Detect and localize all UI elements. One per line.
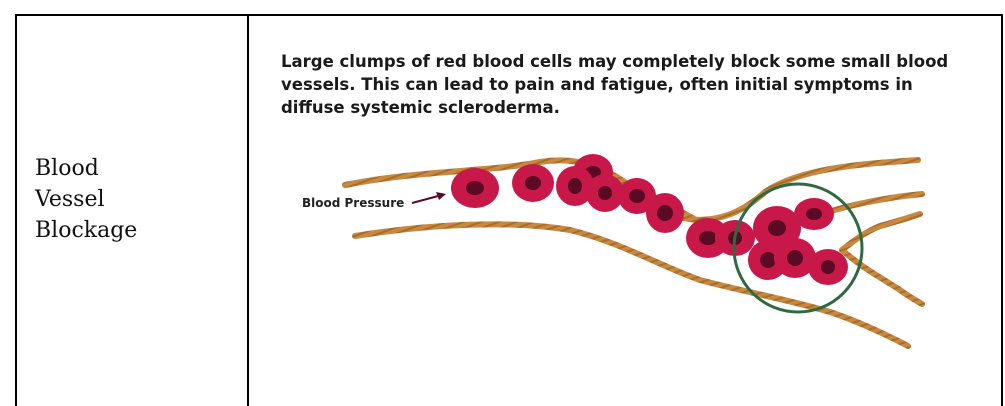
table-column-divider: [247, 14, 249, 406]
blood-pressure-label: Blood Pressure: [302, 196, 404, 210]
table-border-left: [15, 14, 17, 406]
row-label-cell: Blood Vessel Blockage: [35, 153, 235, 246]
vessel-branch-wall: [842, 214, 922, 304]
cell-nucleus: [768, 220, 786, 236]
table-border-top: [15, 14, 1003, 16]
cell-nucleus: [821, 260, 835, 274]
cell-nucleus: [806, 208, 822, 220]
blood-pressure-arrow: [412, 195, 442, 203]
cell-nucleus: [568, 178, 582, 194]
blood-vessel-illustration: Blood Pressure: [290, 150, 940, 355]
red-blood-cells: [451, 154, 848, 285]
row-label-line: Blood: [35, 153, 235, 184]
arrow-head: [436, 192, 446, 200]
caption-line: diffuse systemic scleroderma.: [281, 96, 981, 119]
cell-nucleus: [598, 186, 612, 200]
vessel-lower-wall: [355, 224, 908, 346]
row-label-line: Blockage: [35, 215, 235, 246]
table-border-right: [1001, 14, 1003, 406]
caption-line: Large clumps of red blood cells may comp…: [281, 50, 981, 73]
cell-nucleus: [629, 189, 645, 203]
cell-nucleus: [657, 205, 673, 221]
cell-nucleus: [466, 181, 484, 195]
cell-nucleus: [699, 231, 717, 245]
figure-caption: Large clumps of red blood cells may comp…: [281, 50, 981, 119]
row-label-line: Vessel: [35, 184, 235, 215]
caption-line: vessels. This can lead to pain and fatig…: [281, 73, 981, 96]
cell-nucleus: [787, 250, 803, 266]
cell-nucleus: [760, 252, 776, 268]
cell-nucleus: [525, 176, 541, 190]
